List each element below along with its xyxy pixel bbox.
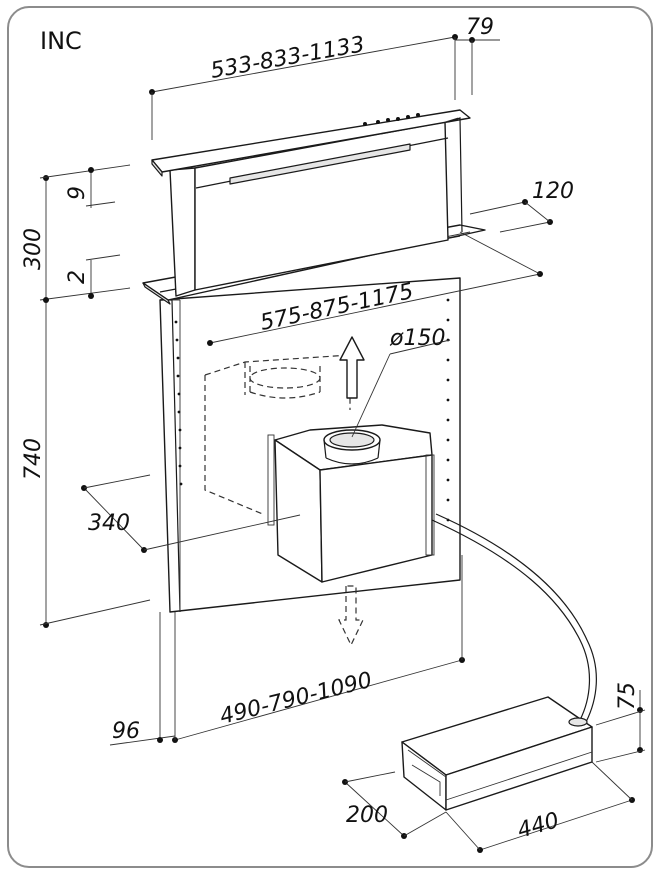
model-label: INC bbox=[40, 27, 82, 55]
dim-lip-2: 2 bbox=[65, 270, 90, 284]
airflow-up-arrow bbox=[339, 336, 365, 399]
control-box bbox=[401, 696, 593, 811]
dim-box-height: 75 bbox=[615, 682, 640, 710]
dim-motor-depth: 340 bbox=[88, 511, 130, 536]
dim-box-depth: 200 bbox=[346, 803, 388, 828]
dim-panel-thickness: 96 bbox=[112, 719, 140, 744]
drawing-frame bbox=[7, 6, 653, 868]
dim-duct-diameter: ø150 bbox=[389, 326, 445, 351]
dim-base-width: 490-790-1090 bbox=[217, 668, 374, 730]
control-panel bbox=[363, 113, 420, 126]
dim-top-width: 533-833-1133 bbox=[209, 32, 367, 84]
dim-frame-depth: 120 bbox=[532, 179, 574, 204]
dim-box-width: 440 bbox=[515, 808, 562, 844]
dim-top-depth: 79 bbox=[466, 15, 494, 40]
hood-unit bbox=[151, 109, 471, 297]
dim-lip-9: 9 bbox=[65, 186, 90, 200]
dim-height-above: 300 bbox=[21, 228, 46, 270]
motor-box bbox=[267, 424, 435, 583]
airflow-down-arrow bbox=[338, 585, 364, 647]
dimension-lines bbox=[39, 34, 646, 853]
dim-height-below: 740 bbox=[21, 438, 46, 480]
panel-rivets bbox=[174, 298, 450, 522]
power-cable bbox=[431, 513, 597, 723]
